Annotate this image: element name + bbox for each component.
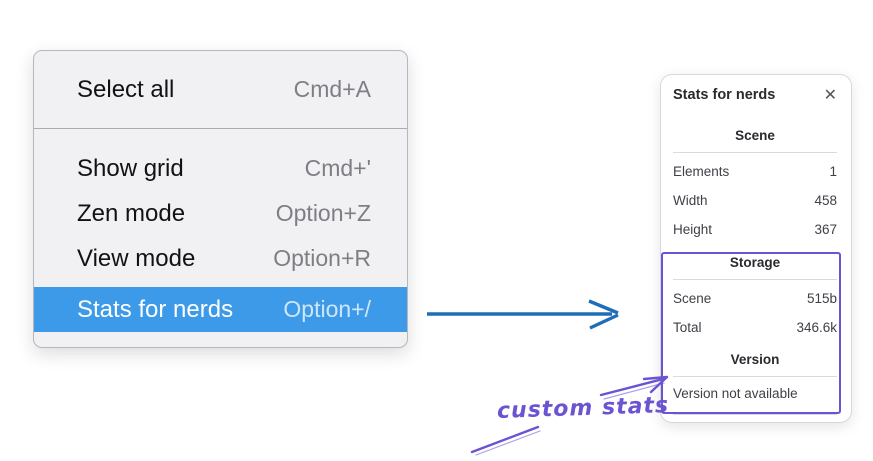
menu-item-shortcut: Cmd+': [304, 155, 371, 181]
stat-row-width: Width 458: [673, 186, 837, 215]
menu-item-label: View mode: [77, 244, 196, 272]
section-heading-scene: Scene: [735, 128, 775, 143]
section-heading-version: Version: [730, 352, 780, 367]
menu-item-label: Zen mode: [77, 199, 186, 227]
stat-row-height: Height 367: [673, 215, 837, 244]
section-divider: [673, 279, 837, 280]
section-divider: [673, 376, 837, 377]
section-divider: [673, 414, 837, 415]
section-heading-storage: Storage: [729, 255, 781, 270]
menu-item-shortcut: Option+R: [273, 245, 371, 271]
stat-value: 1: [829, 164, 837, 179]
close-icon: ✕: [823, 85, 837, 104]
custom-stats-label: custom stats: [496, 393, 670, 424]
menu-separator: [34, 128, 407, 129]
section-divider: [673, 152, 837, 153]
menu-item-label: Select all: [77, 75, 175, 103]
menu-item-shortcut: Option+/: [283, 296, 371, 322]
stat-label: Total: [673, 320, 702, 335]
stat-value: 515b: [806, 291, 837, 306]
stat-label: Height: [673, 222, 713, 237]
menu-item-label: Show grid: [77, 154, 184, 182]
stat-row-elements: Elements 1: [673, 157, 837, 186]
annotation-leader-line: [470, 425, 541, 456]
stat-row-total-storage: Total 346.6k: [673, 313, 837, 342]
stats-panel: Stats for nerds ✕ Scene Elements 1 Width…: [660, 74, 852, 423]
stats-panel-title: Stats for nerds: [673, 87, 776, 103]
menu-item-select-all[interactable]: Select all Cmd+A: [34, 51, 407, 128]
menu-item-shortcut: Cmd+A: [293, 76, 371, 102]
menu-item-zen-mode[interactable]: Zen mode Option+Z: [34, 191, 407, 236]
menu-item-shortcut: Option+Z: [275, 200, 371, 226]
stat-value: 458: [814, 193, 837, 208]
stat-row-scene-storage: Scene 515b: [673, 284, 837, 313]
version-note: Version not available: [673, 385, 798, 401]
stat-value: 346.6k: [796, 320, 837, 335]
menu-item-view-mode[interactable]: View mode Option+R: [34, 236, 407, 281]
stat-label: Width: [673, 193, 708, 208]
menu-item-label: Stats for nerds: [77, 295, 234, 323]
menu-item-show-grid[interactable]: Show grid Cmd+': [34, 146, 407, 191]
stat-label: Elements: [673, 164, 730, 179]
stat-value: 367: [814, 222, 837, 237]
menu-item-stats-for-nerds[interactable]: Stats for nerds Option+/: [34, 287, 407, 332]
stat-label: Scene: [673, 291, 712, 306]
context-menu: Select all Cmd+A Show grid Cmd+' Zen mod…: [33, 50, 408, 348]
blue-arrow: [427, 299, 619, 330]
close-button[interactable]: ✕: [823, 85, 837, 104]
